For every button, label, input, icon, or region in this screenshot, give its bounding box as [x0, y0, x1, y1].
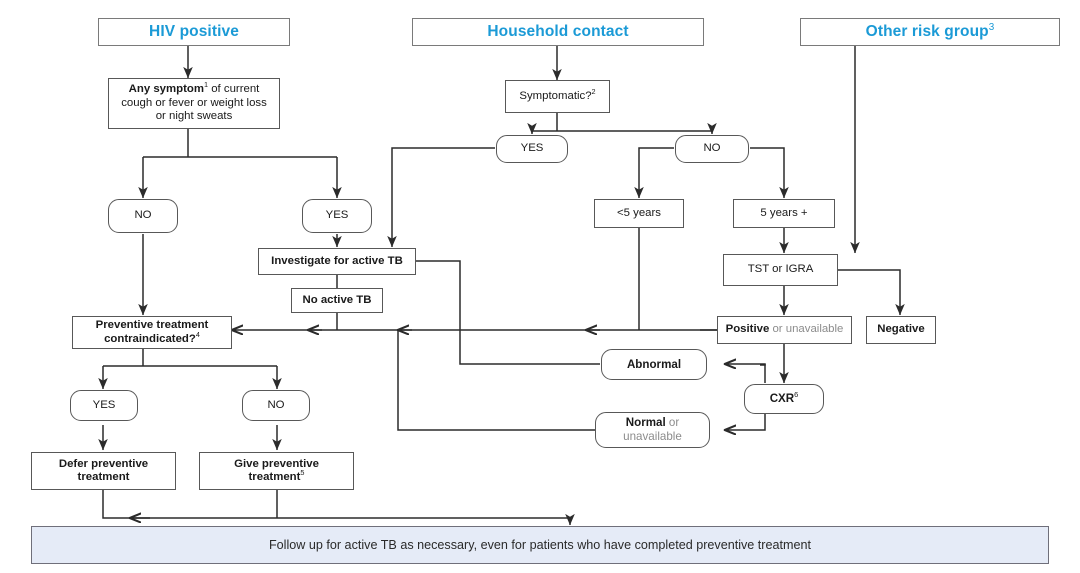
node-abnormal[interactable]: Abnormal	[601, 349, 707, 380]
node-symptomatic-label: Symptomatic?	[519, 89, 592, 102]
any-symptom-rest: of current cough or fever or weight loss…	[121, 83, 267, 123]
header-household-contact[interactable]: Household contact	[412, 18, 704, 46]
node-symptomatic-no-label: NO	[703, 142, 721, 155]
node-normal-or-unavailable[interactable]: Normal or unavailable	[595, 412, 710, 448]
header-other-risk-group-label: Other risk group	[865, 22, 989, 40]
node-contraindicated-no[interactable]: NO	[242, 390, 310, 421]
node-cxr[interactable]: CXR6	[744, 384, 824, 414]
node-positive-or-unavailable[interactable]: Positive or unavailable	[717, 316, 852, 344]
give-line-1: Give preventive	[234, 457, 319, 470]
footnote-marker-2: 2	[591, 86, 596, 96]
header-hiv-positive-label: HIV positive	[149, 22, 239, 40]
node-normal-qualifier-2: unavailable	[623, 430, 682, 443]
footnote-marker-3: 3	[988, 21, 995, 33]
node-contraindicated-yes-label: YES	[92, 398, 116, 411]
node-tst-or-igra[interactable]: TST or IGRA	[723, 254, 838, 286]
footnote-marker-5: 5	[300, 468, 305, 478]
header-other-risk-group[interactable]: Other risk group3	[800, 18, 1060, 46]
node-any-symptom[interactable]: Any symptom1 of current cough or fever o…	[108, 78, 280, 129]
node-hiv-no-label: NO	[134, 209, 152, 222]
contraindicated-line-1: Preventive treatment	[95, 319, 209, 332]
node-normal-qualifier: or	[665, 416, 680, 430]
node-negative[interactable]: Negative	[866, 316, 936, 344]
node-symptomatic-yes-label: YES	[520, 142, 544, 155]
node-symptomatic-yes[interactable]: YES	[496, 135, 568, 163]
header-household-contact-label: Household contact	[487, 22, 629, 40]
follow-up-banner[interactable]: Follow up for active TB as necessary, ev…	[31, 526, 1049, 564]
node-investigate-active-tb-label: Investigate for active TB	[271, 254, 403, 267]
node-hiv-yes[interactable]: YES	[302, 199, 372, 233]
defer-line-2: treatment	[77, 471, 130, 483]
node-normal-label: Normal	[625, 416, 666, 430]
node-symptomatic[interactable]: Symptomatic?2	[505, 80, 610, 113]
node-contraindicated-no-label: NO	[267, 398, 285, 411]
defer-line-1: Defer preventive	[58, 457, 149, 470]
node-no-active-tb-label: No active TB	[302, 293, 372, 306]
node-under-5-years[interactable]: <5 years	[594, 199, 684, 228]
node-preventive-treatment-contraindicated[interactable]: Preventive treatment contraindicated?4	[72, 316, 232, 349]
node-cxr-label: CXR	[769, 392, 795, 406]
node-positive-qualifier: or unavailable	[769, 323, 844, 336]
node-negative-label: Negative	[877, 323, 925, 336]
node-5-years-plus-label: 5 years +	[760, 206, 808, 219]
node-symptomatic-no[interactable]: NO	[675, 135, 749, 163]
node-under-5-years-label: <5 years	[616, 206, 661, 219]
footnote-marker-6: 6	[794, 390, 799, 400]
contraindicated-line-2: contraindicated?	[104, 332, 196, 345]
any-symptom-lead: Any symptom	[128, 83, 204, 96]
give-line-2: treatment	[248, 471, 301, 483]
node-investigate-active-tb[interactable]: Investigate for active TB	[258, 248, 416, 275]
footnote-marker-4: 4	[195, 329, 200, 339]
follow-up-banner-label: Follow up for active TB as necessary, ev…	[268, 538, 812, 552]
node-hiv-no[interactable]: NO	[108, 199, 178, 233]
header-hiv-positive[interactable]: HIV positive	[98, 18, 290, 46]
node-hiv-yes-label: YES	[325, 209, 349, 222]
node-contraindicated-yes[interactable]: YES	[70, 390, 138, 421]
node-defer-preventive-treatment[interactable]: Defer preventive treatment	[31, 452, 176, 490]
node-5-years-plus[interactable]: 5 years +	[733, 199, 835, 228]
node-tst-or-igra-label: TST or IGRA	[747, 263, 814, 276]
node-positive-label: Positive	[725, 323, 770, 336]
node-abnormal-label: Abnormal	[626, 357, 682, 371]
footnote-marker-1: 1	[203, 80, 209, 90]
node-give-preventive-treatment[interactable]: Give preventive treatment5	[199, 452, 354, 490]
node-no-active-tb[interactable]: No active TB	[291, 288, 383, 313]
